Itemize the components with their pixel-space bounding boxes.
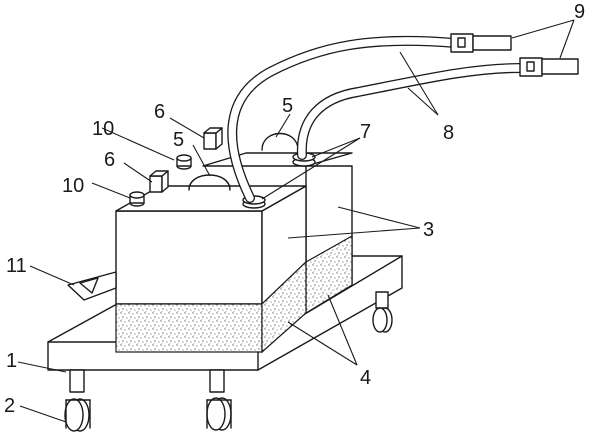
nozzle-upper bbox=[450, 33, 512, 53]
handle-back bbox=[261, 133, 299, 151]
label-6-back: 6 bbox=[154, 101, 165, 123]
cap-front bbox=[129, 191, 145, 207]
hose-lower bbox=[296, 63, 525, 160]
spout bbox=[67, 271, 117, 301]
nozzle-lower bbox=[519, 57, 579, 77]
label-4: 4 bbox=[360, 367, 371, 389]
cap-back bbox=[176, 154, 192, 170]
label-10-back: 10 bbox=[92, 118, 114, 140]
label-10-front: 10 bbox=[62, 175, 84, 197]
label-9: 9 bbox=[574, 1, 585, 23]
hose-upper bbox=[227, 35, 460, 203]
leader-lines bbox=[17, 19, 575, 423]
wheel-rear-right bbox=[372, 291, 393, 333]
vent-front bbox=[149, 170, 169, 193]
wheel-front-right bbox=[206, 369, 232, 431]
label-5-front: 5 bbox=[173, 129, 184, 151]
label-6-front: 6 bbox=[104, 149, 115, 171]
label-7: 7 bbox=[360, 121, 371, 143]
tank-front bbox=[115, 185, 307, 354]
label-11: 11 bbox=[6, 255, 27, 277]
label-5-back: 5 bbox=[282, 95, 293, 117]
label-3: 3 bbox=[423, 219, 434, 241]
label-1: 1 bbox=[6, 350, 17, 372]
reference-numerals: 1 2 3 4 5 5 6 6 7 8 9 10 10 11 bbox=[4, 1, 585, 417]
label-8: 8 bbox=[443, 122, 454, 144]
wheel-front-left bbox=[64, 369, 91, 432]
vent-back bbox=[203, 127, 223, 150]
label-2: 2 bbox=[4, 395, 15, 417]
